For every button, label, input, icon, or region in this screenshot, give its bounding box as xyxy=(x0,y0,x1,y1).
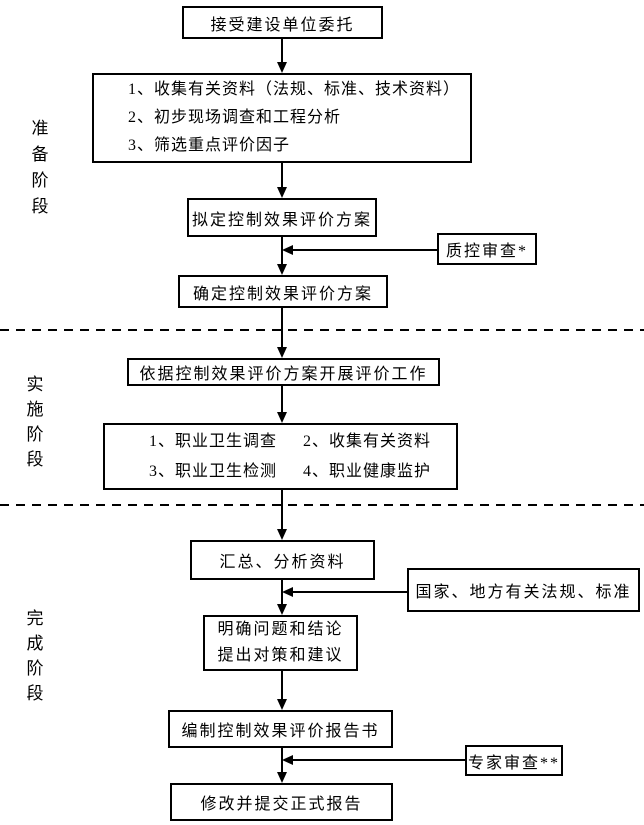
node-laws-standards-label: 国家、地方有关法规、标准 xyxy=(415,584,632,601)
phase-divider-2 xyxy=(0,504,644,506)
problems-line-2: 提出对策和建议 xyxy=(217,647,344,664)
implementation-task-4: 4、职业健康监护 xyxy=(303,462,432,480)
arrow-down-icon xyxy=(277,347,287,358)
node-submit-final-report-label: 修改并提交正式报告 xyxy=(200,796,363,813)
connector-carry-out-to-implementation xyxy=(281,385,283,413)
connector-qc-review xyxy=(291,249,437,251)
implementation-task-2: 2、收集有关资料 xyxy=(303,432,432,450)
phase-label-preparation: 准备阶段 xyxy=(31,119,49,216)
node-accept-commission-label: 接受建设单位委托 xyxy=(210,16,355,34)
node-compile-report-label: 编制控制效果评价报告书 xyxy=(181,723,380,740)
node-carry-out-evaluation: 依据控制效果评价方案开展评价工作 xyxy=(127,358,440,386)
connector-preparation-to-draft xyxy=(281,163,283,188)
arrow-down-icon xyxy=(277,412,287,423)
phase-divider-1 xyxy=(0,329,644,331)
connector-confirm-to-carry-out xyxy=(281,307,283,348)
node-draft-plan: 拟定控制效果评价方案 xyxy=(187,198,377,237)
arrow-down-icon xyxy=(277,264,287,275)
arrow-left-icon xyxy=(282,245,293,255)
preparation-task-list: 1、收集有关资料（法规、标准、技术资料） 2、初步现场调查和工程分析 3、筛选重… xyxy=(94,76,470,160)
node-problems-conclusions: 明确问题和结论 提出对策和建议 xyxy=(203,615,358,671)
connector-problems-to-report xyxy=(281,670,283,700)
preparation-task-2: 2、初步现场调查和工程分析 xyxy=(128,109,342,126)
problems-line-1: 明确问题和结论 xyxy=(217,621,344,638)
arrow-down-icon xyxy=(277,604,287,615)
implementation-task-1: 1、职业卫生调查 xyxy=(149,432,278,450)
arrow-down-icon xyxy=(277,772,287,783)
node-expert-review: 专家审查** xyxy=(465,745,563,776)
phase-label-completion: 完成阶段 xyxy=(26,609,44,703)
node-summarize-data: 汇总、分析资料 xyxy=(190,540,375,580)
implementation-task-3: 3、职业卫生检测 xyxy=(149,462,278,480)
node-expert-review-label: 专家审查** xyxy=(467,754,560,772)
connector-accept-to-preparation xyxy=(281,38,283,63)
node-confirm-plan-label: 确定控制效果评价方案 xyxy=(192,285,373,303)
node-confirm-plan: 确定控制效果评价方案 xyxy=(178,275,388,308)
node-carry-out-evaluation-label: 依据控制效果评价方案开展评价工作 xyxy=(139,366,428,383)
connector-expert-review xyxy=(291,759,465,761)
preparation-task-3: 3、筛选重点评价因子 xyxy=(128,137,291,154)
node-summarize-data-label: 汇总、分析资料 xyxy=(219,554,346,571)
arrow-down-icon xyxy=(277,699,287,710)
phase-label-implementation: 实施阶段 xyxy=(26,375,44,469)
preparation-task-1: 1、收集有关资料（法规、标准、技术资料） xyxy=(128,81,461,98)
node-qc-review-label: 质控审查* xyxy=(445,243,528,260)
implementation-task-grid: 1、职业卫生调查 2、收集有关资料 3、职业卫生检测 4、职业健康监护 xyxy=(149,427,431,487)
node-laws-standards: 国家、地方有关法规、标准 xyxy=(407,568,640,612)
arrow-left-icon xyxy=(282,755,293,765)
arrow-left-icon xyxy=(282,587,293,597)
node-preparation-tasks: 1、收集有关资料（法规、标准、技术资料） 2、初步现场调查和工程分析 3、筛选重… xyxy=(92,73,472,163)
arrow-down-icon xyxy=(277,187,287,198)
arrow-down-icon xyxy=(277,62,287,73)
node-draft-plan-label: 拟定控制效果评价方案 xyxy=(191,211,372,229)
node-implementation-tasks: 1、职业卫生调查 2、收集有关资料 3、职业卫生检测 4、职业健康监护 xyxy=(103,423,458,490)
connector-laws-standards xyxy=(291,591,407,593)
connector-implementation-to-summarize xyxy=(281,490,283,530)
node-submit-final-report: 修改并提交正式报告 xyxy=(170,783,393,821)
node-qc-review: 质控审查* xyxy=(437,233,537,265)
arrow-down-icon xyxy=(277,529,287,540)
node-compile-report: 编制控制效果评价报告书 xyxy=(168,710,393,748)
node-accept-commission: 接受建设单位委托 xyxy=(182,6,383,39)
